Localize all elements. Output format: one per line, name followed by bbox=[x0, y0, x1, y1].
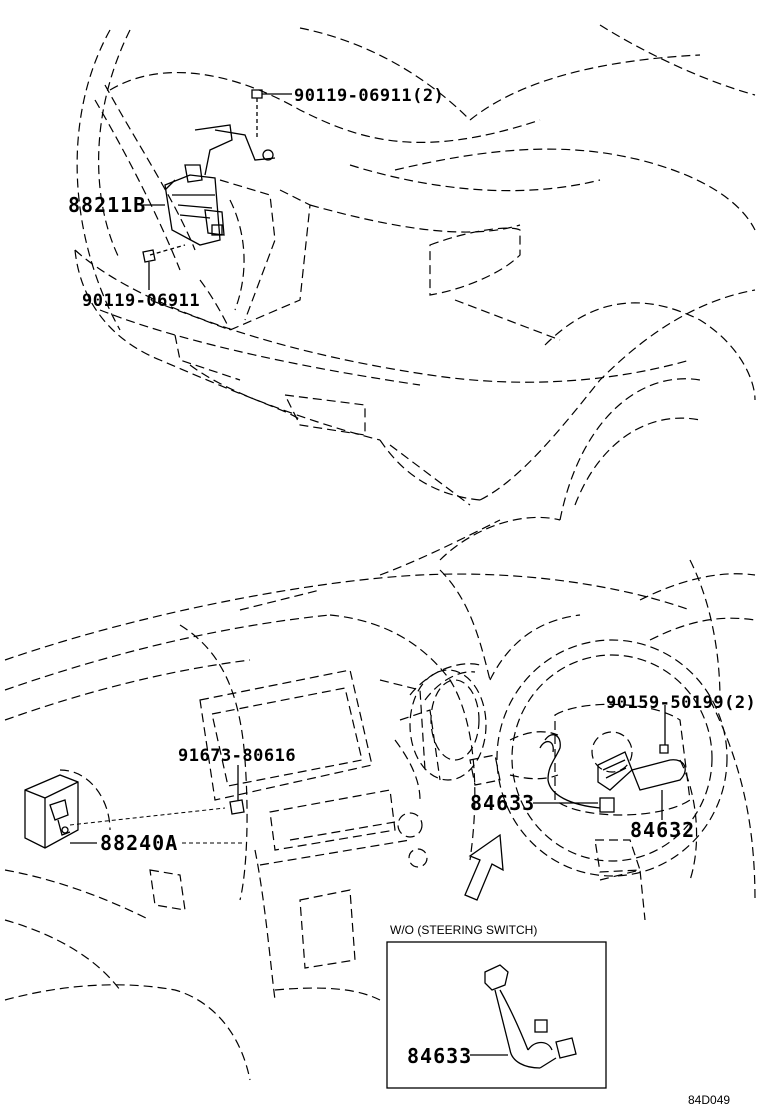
ecu-drawing bbox=[24, 774, 79, 849]
steering-switch-drawing bbox=[597, 705, 686, 820]
label-bolt-left: 90119-06911 bbox=[82, 291, 201, 311]
inset-title: W/O (STEERING SWITCH) bbox=[390, 923, 538, 937]
label-ecu: 88240A bbox=[100, 831, 179, 855]
inset-cable-drawing bbox=[470, 964, 577, 1069]
bolt-left-drawing bbox=[142, 244, 186, 290]
bolt-top-drawing bbox=[251, 89, 292, 140]
dashboard-outline bbox=[4, 516, 756, 1081]
spiral-cable-drawing bbox=[533, 734, 615, 813]
label-spiral-cable: 84633 bbox=[470, 791, 536, 815]
label-horn-module: 88211B bbox=[68, 193, 147, 217]
label-screw-wheel: 90159-50199(2) bbox=[606, 693, 757, 713]
label-inset-part: 84633 bbox=[407, 1044, 473, 1068]
label-steering-switch: 84632 bbox=[630, 818, 696, 842]
vehicle-front-outline bbox=[74, 24, 756, 521]
direction-arrow bbox=[464, 833, 504, 901]
dash-bolt-drawing bbox=[229, 765, 245, 815]
leader-ecu-screw bbox=[69, 807, 226, 826]
horn-module-drawing bbox=[164, 124, 276, 246]
steering-wheel-outline bbox=[496, 639, 728, 877]
label-bolt-top: 90119-06911(2) bbox=[294, 86, 445, 106]
diagram-code: 84D049 bbox=[688, 1093, 731, 1107]
inset-box bbox=[386, 941, 607, 1089]
label-bolt-dash: 91673-80616 bbox=[178, 746, 297, 766]
